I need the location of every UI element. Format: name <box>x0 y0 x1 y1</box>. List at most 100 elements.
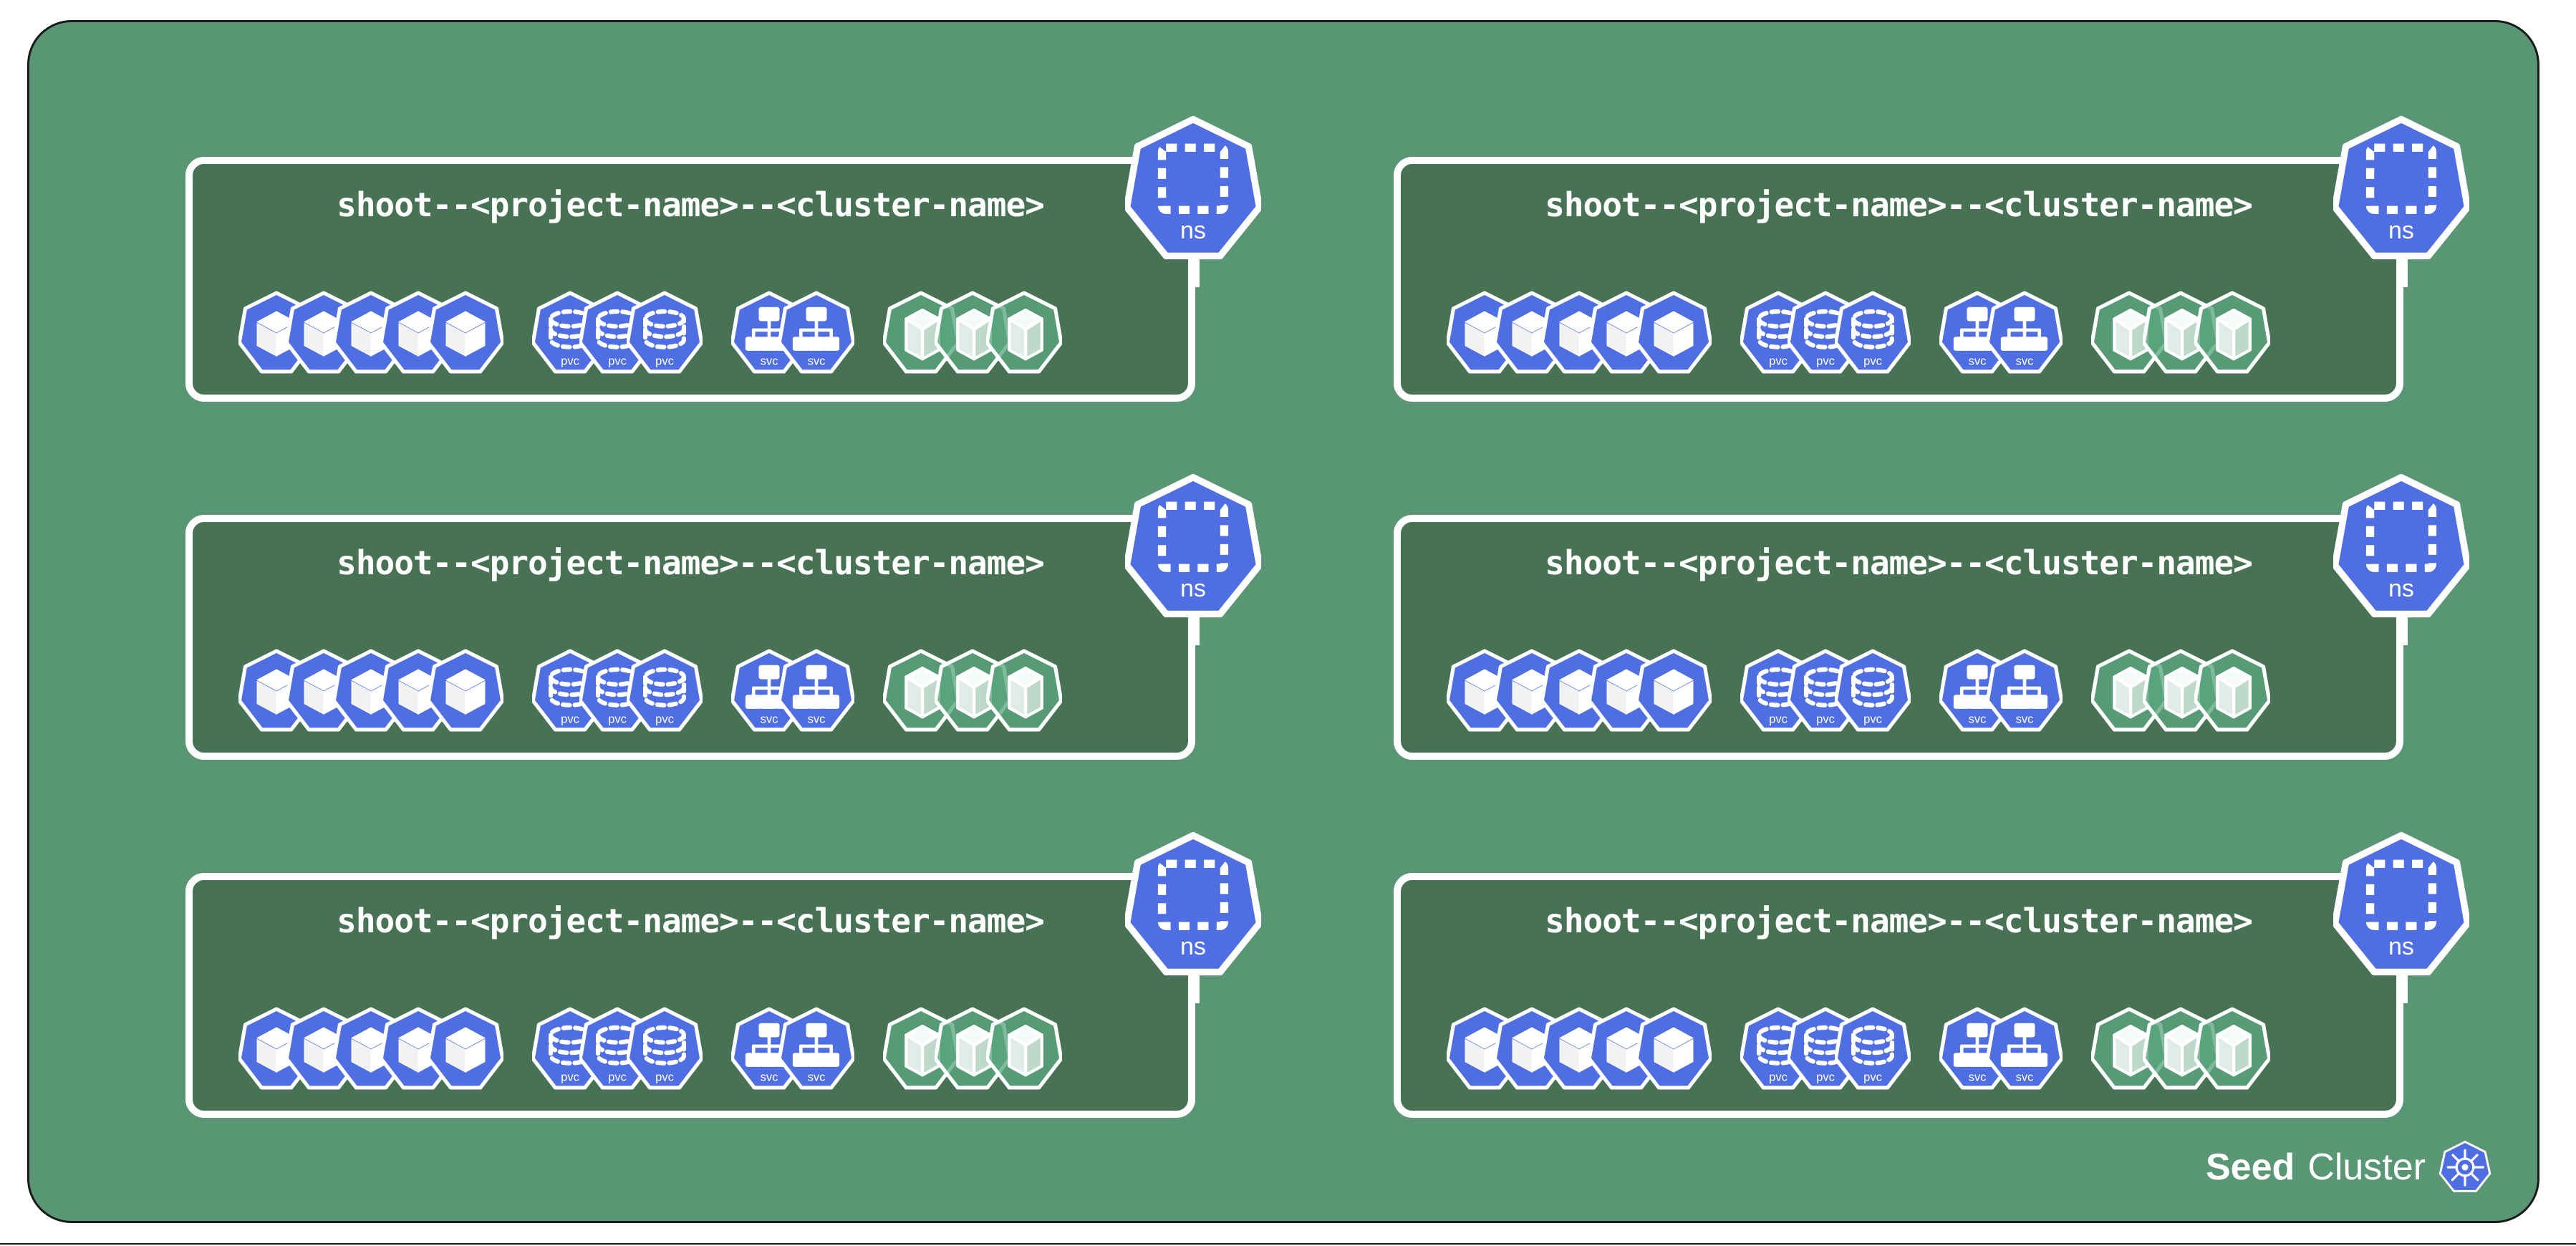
namespace-title: shoot--<project-name>--<cluster-name> <box>337 544 1045 582</box>
resource-group-shoot <box>883 633 1062 748</box>
svg-text:svc: svc <box>2016 1071 2034 1084</box>
svg-text:ns: ns <box>2388 575 2414 602</box>
namespace-icon: ns <box>1125 831 1261 977</box>
namespace-icon: ns <box>1125 115 1261 261</box>
svg-text:pvc: pvc <box>561 354 579 368</box>
resource-group-pod <box>1447 633 1712 748</box>
namespace-cell: shoot--<project-name>--<cluster-name> pvc… <box>185 115 1261 402</box>
svg-text:pvc: pvc <box>608 354 627 368</box>
namespace-connector <box>2400 960 2408 1003</box>
namespace-title: shoot--<project-name>--<cluster-name> <box>337 185 1045 224</box>
svg-text:svc: svc <box>2016 354 2034 368</box>
namespace-connector <box>2400 602 2408 645</box>
namespace-icon: ns <box>2333 473 2469 619</box>
svg-text:svc: svc <box>761 354 778 368</box>
svg-text:pvc: pvc <box>655 713 674 726</box>
gardener-shoot-icon <box>2194 291 2270 374</box>
bottom-divider <box>0 1243 2576 1245</box>
gardener-shoot-icon <box>986 649 1062 732</box>
namespace-icon: ns <box>1125 473 1261 619</box>
namespace-title: shoot--<project-name>--<cluster-name> <box>337 902 1045 940</box>
resource-group-pod <box>238 275 503 390</box>
namespace-cell: shoot--<project-name>--<cluster-name> pvc… <box>185 473 1261 760</box>
resource-group-pod <box>238 633 503 748</box>
namespace-cell: shoot--<project-name>--<cluster-name> pvc… <box>1394 115 2469 402</box>
svg-text:pvc: pvc <box>1769 1071 1788 1084</box>
svg-text:ns: ns <box>1180 933 1206 960</box>
pod-icon <box>1636 291 1712 374</box>
seed-label-bold: Seed <box>2205 1146 2295 1188</box>
pvc-icon: pvc <box>1835 1007 1911 1090</box>
svg-text:pvc: pvc <box>561 1071 579 1084</box>
seed-cluster-container: shoot--<project-name>--<cluster-name> pvc… <box>27 20 2539 1223</box>
namespace-title: shoot--<project-name>--<cluster-name> <box>1545 185 2253 224</box>
namespace-panel[interactable]: shoot--<project-name>--<cluster-name> pvc… <box>1394 157 2403 402</box>
namespace-connector <box>2400 244 2408 287</box>
svg-text:svc: svc <box>808 713 826 726</box>
resource-group-service: svc svc <box>1939 991 2063 1106</box>
svg-text:pvc: pvc <box>608 1071 627 1084</box>
namespace-panel[interactable]: shoot--<project-name>--<cluster-name> pvc… <box>185 873 1195 1118</box>
svg-text:svc: svc <box>808 354 826 368</box>
svg-text:pvc: pvc <box>655 1071 674 1084</box>
resource-group-shoot <box>883 275 1062 390</box>
namespace-panel[interactable]: shoot--<project-name>--<cluster-name> pvc… <box>1394 515 2403 760</box>
pvc-icon: pvc <box>627 291 703 374</box>
seed-label-regular: Cluster <box>2307 1146 2426 1188</box>
resource-group-pod <box>1447 275 1712 390</box>
namespace-panel[interactable]: shoot--<project-name>--<cluster-name> pvc… <box>1394 873 2403 1118</box>
svg-text:svc: svc <box>761 1071 778 1084</box>
gardener-shoot-icon <box>2194 649 2270 732</box>
resource-group-shoot <box>2091 275 2270 390</box>
svc-icon: svc <box>778 291 854 374</box>
namespace-panel[interactable]: shoot--<project-name>--<cluster-name> pvc… <box>185 515 1195 760</box>
svg-text:svc: svc <box>1969 713 1987 726</box>
svc-icon: svc <box>778 1007 854 1090</box>
svg-text:pvc: pvc <box>1863 354 1882 368</box>
gardener-shoot-icon <box>986 291 1062 374</box>
namespace-icon: ns <box>2333 831 2469 977</box>
svg-text:pvc: pvc <box>1863 713 1882 726</box>
namespace-connector <box>1192 602 1200 645</box>
namespace-cell: shoot--<project-name>--<cluster-name> pvc… <box>1394 831 2469 1118</box>
resource-group-service: svc svc <box>731 275 854 390</box>
svc-icon: svc <box>1987 1007 2063 1090</box>
svg-text:ns: ns <box>1180 217 1206 244</box>
pvc-icon: pvc <box>1835 291 1911 374</box>
namespace-title: shoot--<project-name>--<cluster-name> <box>1545 902 2253 940</box>
svg-text:pvc: pvc <box>655 354 674 368</box>
resource-group-shoot <box>883 991 1062 1106</box>
svg-text:svc: svc <box>1969 1071 1987 1084</box>
gardener-shoot-icon <box>2194 1007 2270 1090</box>
kubernetes-logo-icon <box>2438 1141 2491 1194</box>
resource-group-service: svc svc <box>731 633 854 748</box>
svc-icon: svc <box>1987 649 2063 732</box>
resource-group-persistentvolumeclaim: pvc pvc pvc <box>532 275 703 390</box>
svg-text:svc: svc <box>761 713 778 726</box>
resource-group-pod <box>1447 991 1712 1106</box>
svg-text:pvc: pvc <box>1769 713 1788 726</box>
svg-text:pvc: pvc <box>561 713 579 726</box>
svg-text:pvc: pvc <box>1863 1071 1882 1084</box>
pod-icon <box>428 649 503 732</box>
svc-icon: svc <box>778 649 854 732</box>
svc-icon: svc <box>1987 291 2063 374</box>
namespace-title: shoot--<project-name>--<cluster-name> <box>1545 544 2253 582</box>
namespace-icon: ns <box>2333 115 2469 261</box>
namespace-connector <box>1192 244 1200 287</box>
namespace-panel[interactable]: shoot--<project-name>--<cluster-name> pvc… <box>185 157 1195 402</box>
resource-group-shoot <box>2091 633 2270 748</box>
pvc-icon: pvc <box>627 1007 703 1090</box>
pvc-icon: pvc <box>627 649 703 732</box>
